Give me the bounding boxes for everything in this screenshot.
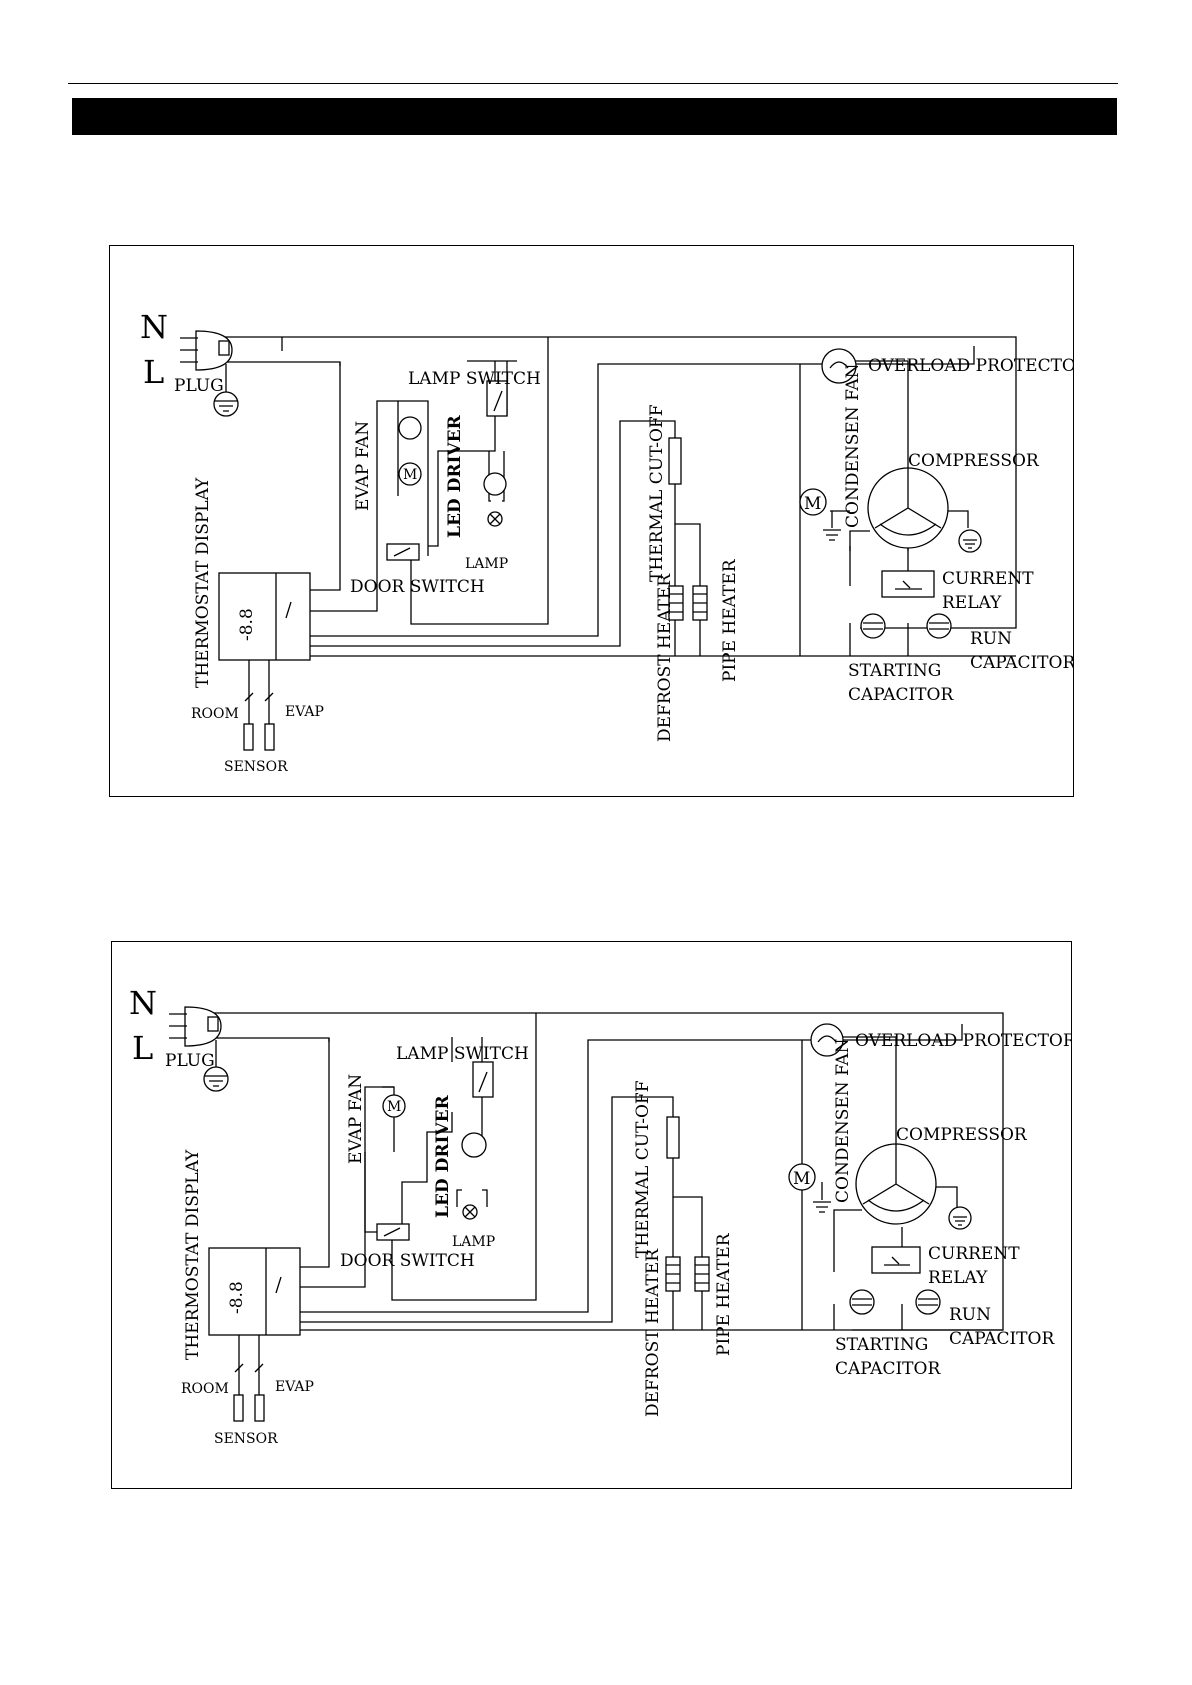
n-label: N [140, 308, 168, 346]
led-driver-icon [483, 472, 507, 527]
thermostat-display-unit: -8.8 [208, 1247, 301, 1422]
room-label: ROOM [191, 706, 239, 722]
room-label: ROOM [181, 1381, 229, 1397]
condensen-fan-label: CONDENSEN FAN [843, 363, 863, 528]
sensor-label: SENSOR [224, 759, 288, 775]
ground-symbol [203, 1066, 229, 1092]
evap-label: EVAP [275, 1379, 314, 1395]
defrost-heater-label: DEFROST HEATER [643, 1248, 663, 1417]
door-switch-label: DOOR SWITCH [340, 1251, 475, 1271]
compressor-icon [867, 467, 982, 553]
overload-protector-icon [810, 1023, 844, 1057]
relay-label: RELAY [942, 593, 1002, 613]
l-label: L [143, 353, 164, 391]
svg-text:M: M [804, 494, 821, 514]
overload-protector-label: OVERLOAD PROTECTOR [855, 1031, 1071, 1051]
starting-capacitor-icon [860, 613, 886, 639]
pipe-heater-label: PIPE HEATER [714, 1232, 734, 1356]
condenser-fan-motor-icon: M [788, 1163, 831, 1213]
evap-fan-label: EVAP FAN [346, 1074, 366, 1164]
defrost-heater-label: DEFROST HEATER [655, 573, 675, 742]
ground-symbol [213, 391, 239, 417]
run-label: RUN [949, 1305, 991, 1325]
overload-protector-icon [821, 348, 857, 384]
plug-symbol [180, 330, 233, 371]
door-switch-label: DOOR SWITCH [350, 577, 485, 597]
compressor-label: COMPRESSOR [908, 451, 1040, 471]
lamp-label: LAMP [465, 556, 508, 572]
current-relay-symbol [871, 1246, 921, 1274]
led-driver-label: LED DRIVER [433, 1094, 453, 1218]
header-band [72, 98, 1117, 135]
plug-symbol [169, 1006, 222, 1047]
run-capacitor-label: CAPACITOR [970, 653, 1073, 673]
compressor-label: COMPRESSOR [896, 1125, 1028, 1145]
lamp-label: LAMP [452, 1234, 495, 1250]
lamp-switch-symbol [472, 1061, 494, 1098]
lamp-switch-label: LAMP SWITCH [408, 369, 541, 389]
lamp-switch-label: LAMP SWITCH [396, 1044, 529, 1064]
plug-label: PLUG [165, 1051, 215, 1071]
condensen-fan-label: CONDENSEN FAN [833, 1038, 853, 1203]
compressor-icon [855, 1143, 972, 1230]
thermal-cutoff-label: THERMAL CUT-OFF [647, 404, 667, 582]
thermostat-display-unit: -8.8 [218, 572, 311, 751]
starting-label: STARTING [848, 661, 941, 681]
wiring-diagram-2: M -8.8 M [111, 941, 1072, 1489]
led-driver-label: LED DRIVER [445, 414, 465, 538]
n-label: N [129, 984, 157, 1022]
pipe-heater-label: PIPE HEATER [720, 558, 740, 682]
starting-label: STARTING [835, 1335, 928, 1355]
thermostat-display-label: THERMOSTAT DISPLAY [183, 1149, 203, 1360]
current-label: CURRENT [928, 1244, 1020, 1264]
l-label: L [132, 1029, 153, 1067]
current-relay-symbol [881, 570, 935, 598]
overload-protector-label: OVERLOAD PROTECTOR [868, 356, 1073, 376]
evap-fan-label: EVAP FAN [353, 421, 373, 511]
run-capacitor-label: CAPACITOR [949, 1329, 1055, 1349]
led-driver-icon [461, 1132, 487, 1220]
evap-fan-motor-icon: M [382, 1094, 406, 1118]
svg-text:M: M [403, 467, 417, 483]
thermal-cutoff-symbol [666, 1116, 680, 1159]
run-capacitor-icon [926, 613, 952, 639]
plug-label: PLUG [174, 376, 224, 396]
thermal-cutoff-symbol [668, 437, 682, 485]
condenser-fan-motor-icon: M [799, 488, 841, 541]
lamp-switch-symbol [486, 380, 508, 417]
evap-fan-motor-icon: M [398, 416, 422, 486]
starting-capacitor-label: CAPACITOR [835, 1359, 941, 1379]
sensor-label: SENSOR [214, 1431, 278, 1447]
evap-label: EVAP [285, 704, 324, 720]
svg-text:-8.8: -8.8 [237, 608, 257, 641]
run-label: RUN [970, 629, 1012, 649]
thermal-cutoff-label: THERMAL CUT-OFF [633, 1080, 653, 1258]
relay-label: RELAY [928, 1268, 988, 1288]
run-capacitor-icon [915, 1289, 941, 1315]
svg-text:-8.8: -8.8 [227, 1281, 247, 1314]
wiring-diagram-1: M -8.8 [109, 245, 1074, 797]
thermostat-display-label: THERMOSTAT DISPLAY [193, 477, 213, 688]
svg-text:M: M [793, 1169, 810, 1189]
svg-text:M: M [387, 1099, 401, 1115]
starting-capacitor-label: CAPACITOR [848, 685, 954, 705]
starting-capacitor-icon [849, 1289, 875, 1315]
current-label: CURRENT [942, 569, 1034, 589]
header-rule [68, 83, 1118, 84]
